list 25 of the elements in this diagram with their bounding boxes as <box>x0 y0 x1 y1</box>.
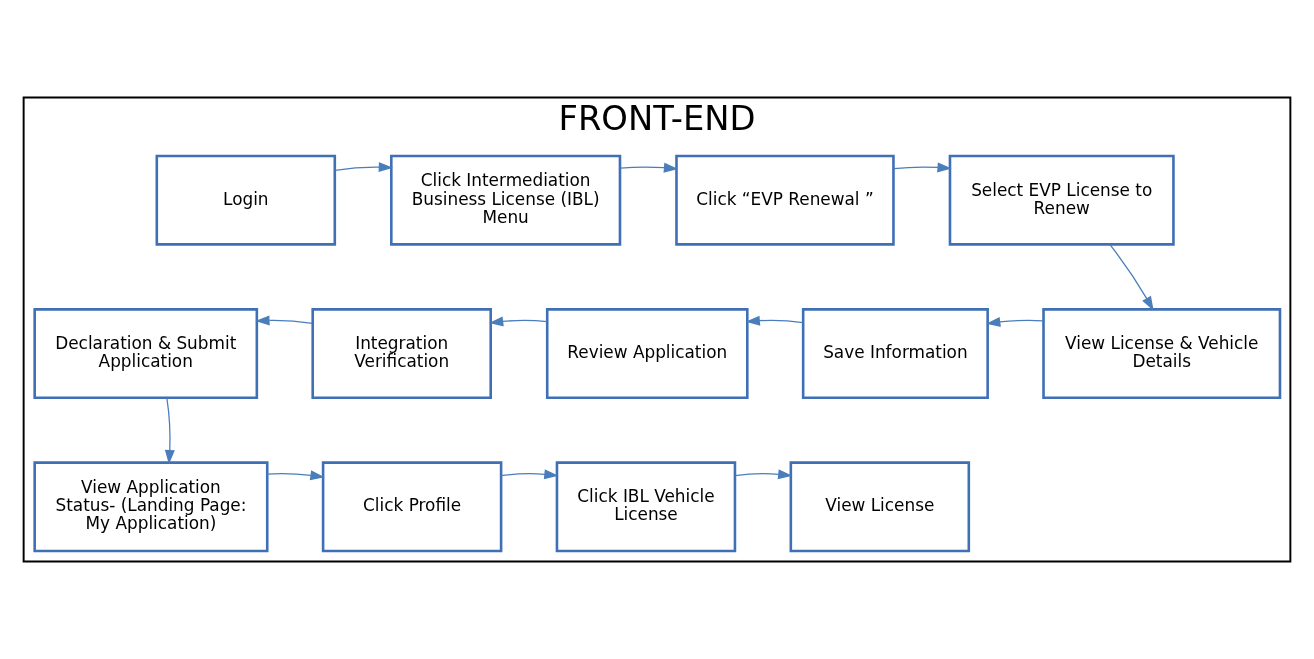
arrow <box>892 162 952 173</box>
node-box: View Application Status- (Landing Page: My Application) <box>33 461 269 553</box>
arrow <box>488 316 548 327</box>
node-box: Click Intermediation Business License (IBL) Menu <box>390 154 622 246</box>
arrow <box>745 315 804 326</box>
node-box: Click Profile <box>321 461 503 553</box>
arrow <box>1109 244 1154 311</box>
arrow <box>255 315 314 326</box>
node-box: Integration Verification <box>311 308 492 399</box>
node-box: View License <box>789 461 971 553</box>
node-box: Select EVP License to Renew <box>948 154 1175 246</box>
node-box: Login <box>155 154 337 246</box>
arrow <box>734 469 793 480</box>
node-box: Save Information <box>801 308 989 399</box>
arrow <box>500 469 559 480</box>
arrow <box>164 397 175 465</box>
arrow <box>619 162 679 173</box>
node-box: Declaration & Submit Application <box>33 308 259 399</box>
arrow <box>986 316 1044 327</box>
node-box: Review Application <box>545 308 749 399</box>
arrow <box>266 470 325 481</box>
arrow <box>334 162 394 173</box>
node-box: Click “EVP Renewal ” <box>675 154 895 246</box>
node-box: View License & Vehicle Details <box>1042 308 1282 399</box>
node-box: Click IBL Vehicle License <box>555 461 737 553</box>
